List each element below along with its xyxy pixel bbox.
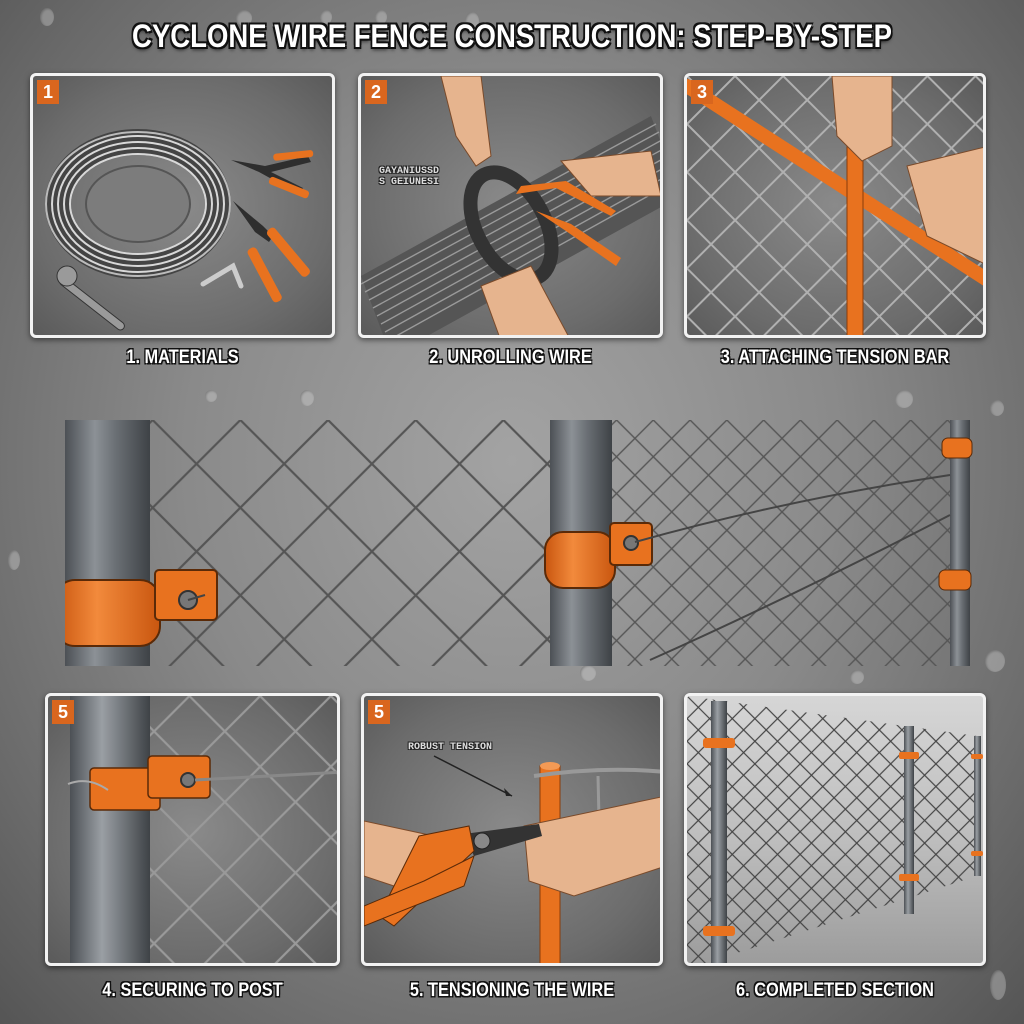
- step-caption: 3. ATTACHING TENSION BAR: [720, 347, 950, 368]
- background-speck: [850, 670, 864, 684]
- background-speck: [300, 390, 314, 406]
- step-badge: 2: [365, 80, 387, 104]
- adjustable-wrench-icon: [56, 265, 125, 331]
- panel-materials: 1: [30, 73, 335, 338]
- background-speck: [40, 8, 54, 26]
- step-caption: 5. TENSIONING THE WIRE: [409, 980, 615, 1001]
- step-badge: 3: [691, 80, 713, 104]
- chain-link-mesh: [145, 420, 550, 666]
- panel-securing-to-post: 5: [45, 693, 340, 966]
- securing-illustration: [67, 696, 337, 963]
- tension-post: [846, 130, 864, 335]
- annotation-arrow: [433, 755, 513, 797]
- tension-wire-icon: [533, 767, 660, 778]
- fence-post-icon: [974, 736, 981, 876]
- step-caption: 2. UNROLLING WIRE: [429, 347, 592, 368]
- wire-coil-icon: [45, 129, 231, 279]
- tension-bar-illustration: [687, 76, 983, 335]
- fencing-pliers-icon: [364, 824, 542, 927]
- hero-fence-illustration: [65, 420, 980, 666]
- fence-tie-tool-icon: [200, 262, 244, 289]
- background-speck: [375, 10, 387, 24]
- pliers-icon: [516, 181, 621, 266]
- tension-band-icon: [147, 755, 211, 799]
- page-title: CYCLONE WIRE FENCE CONSTRUCTION: STEP-BY…: [132, 18, 892, 54]
- step-caption: 1. MATERIALS: [126, 347, 239, 368]
- tension-wire-icon: [187, 474, 951, 661]
- tension-band-icon: [703, 738, 983, 936]
- step-badge: 5: [52, 700, 74, 724]
- panel-unrolling-wire: 2 GAYANIUSSD S GEIUNESI: [358, 73, 663, 338]
- tension-bar: [687, 79, 983, 286]
- background-speck: [465, 12, 479, 30]
- background-speck: [580, 665, 596, 681]
- background-speck: [990, 400, 1004, 416]
- step-badge: 1: [37, 80, 59, 104]
- side-cutter-pliers-icon: [231, 150, 314, 199]
- fence-post-icon: [711, 701, 727, 963]
- wire-brand-label: GAYANIUSSD S GEIUNESI: [379, 166, 440, 188]
- fence-post-icon: [70, 696, 150, 963]
- panel-tensioning-wire: 5 ROBUST TENSION: [361, 693, 663, 966]
- chain-link-mesh: [687, 696, 977, 963]
- tensioning-illustration: [364, 755, 660, 963]
- chain-link-mesh: [610, 420, 950, 666]
- tension-band-icon: [65, 437, 973, 647]
- background-speck: [205, 390, 217, 402]
- background-speck: [985, 650, 1005, 672]
- hand-icon: [440, 76, 660, 335]
- background-speck: [320, 10, 332, 24]
- panel-completed-section: [684, 693, 986, 966]
- background-speck: [990, 970, 1006, 1000]
- background-speck: [236, 10, 252, 26]
- background-speck: [895, 390, 913, 408]
- robust-tension-label: ROBUST TENSION: [408, 742, 493, 753]
- tension-wire-icon: [194, 770, 337, 782]
- step-badge: 5: [368, 700, 390, 724]
- step-caption: 6. COMPLETED SECTION: [736, 980, 934, 1001]
- completed-fence-illustration: [687, 696, 983, 963]
- hand-icon: [831, 76, 983, 264]
- unrolling-wire-illustration: [361, 76, 660, 335]
- panel-attaching-tension-bar: 3: [684, 73, 986, 338]
- materials-illustration: [45, 129, 314, 331]
- lineman-pliers-icon: [233, 201, 310, 303]
- step-caption: 4. SECURING TO POST: [102, 980, 283, 1001]
- background-speck: [8, 550, 20, 570]
- fence-post-icon: [904, 726, 914, 914]
